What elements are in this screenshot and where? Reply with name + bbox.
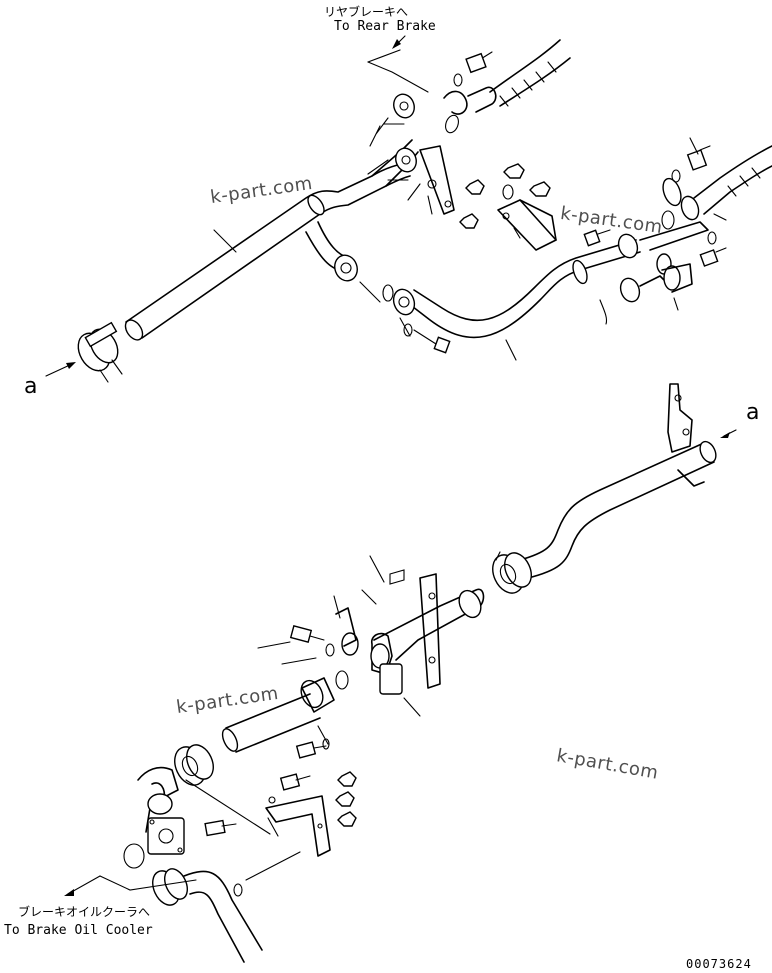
lower-left-coupling bbox=[123, 744, 271, 869]
reference-a-left: a bbox=[24, 374, 38, 399]
bottom-pipe bbox=[152, 851, 301, 963]
rear-brake-label-en: To Rear Brake bbox=[334, 19, 436, 34]
lower-bracket-fittings bbox=[204, 771, 357, 857]
drawing-number: 00073624 bbox=[686, 957, 752, 971]
arrow-a-left bbox=[45, 362, 76, 377]
central-small-fittings bbox=[257, 595, 359, 690]
lower-right-coupling bbox=[492, 551, 532, 594]
arrow-cooler bbox=[64, 875, 197, 896]
cooler-label-en: To Brake Oil Cooler bbox=[4, 923, 153, 938]
rear-brake-arrow bbox=[367, 35, 429, 93]
upper-left-coupling bbox=[77, 321, 123, 383]
cooler-label-jp: ブレーキオイルクーラへ bbox=[18, 905, 151, 919]
upper-top-fittings bbox=[443, 39, 571, 115]
upper-right-fittings bbox=[497, 137, 772, 325]
lower-right-pipe bbox=[519, 383, 737, 579]
lower-left-pipe bbox=[221, 677, 335, 759]
central-manifold bbox=[361, 555, 485, 717]
upper-flanges bbox=[367, 93, 485, 229]
flange-pair-lower bbox=[334, 254, 451, 354]
rear-brake-label-jp: リヤブレーキへ bbox=[324, 5, 409, 19]
reference-a-right: a bbox=[746, 400, 760, 425]
